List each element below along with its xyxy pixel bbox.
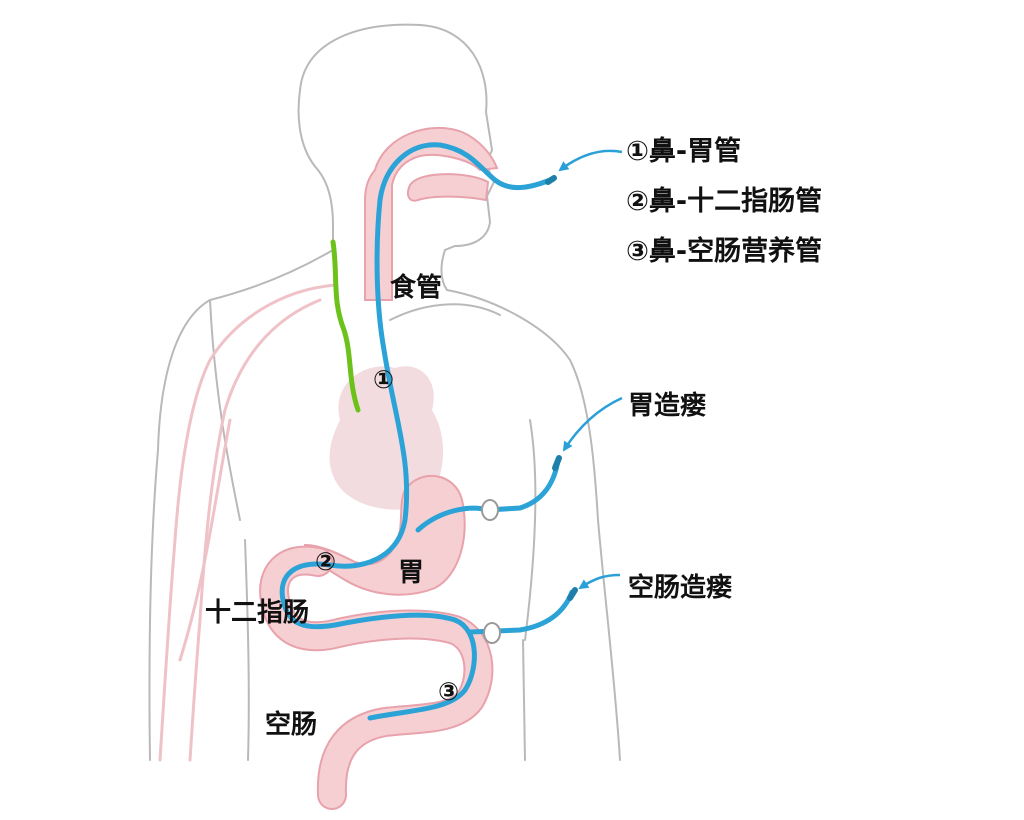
gastrostomy-tube	[415, 457, 561, 533]
legend-item-2-num: ②	[626, 186, 649, 217]
body-outline	[148, 23, 621, 761]
label-jejunum: 空肠	[265, 710, 318, 740]
gastrostomy-port	[481, 499, 499, 521]
label-esophagus: 食管	[390, 273, 443, 303]
legend-item-3-text: 鼻-空肠营养管	[648, 236, 823, 267]
arrow-jejunostomy	[578, 573, 621, 590]
marker-1: ①	[373, 365, 394, 394]
legend-item-1: ①鼻-胃管	[626, 138, 741, 165]
arrows	[558, 149, 623, 590]
legend-item-2-text: 鼻-十二指肠管	[648, 186, 823, 217]
legend-item-2: ②鼻-十二指肠管	[626, 188, 822, 215]
legend-item-1-text: 鼻-胃管	[648, 136, 742, 167]
arrow-nasal	[558, 149, 623, 172]
label-stomach: 胃	[398, 558, 425, 588]
legend-item-3: ③鼻-空肠营养管	[626, 238, 822, 265]
jejunostomy-port	[483, 622, 501, 644]
diagram-markers: ① ② ③	[315, 365, 459, 706]
tube-caps	[545, 175, 578, 601]
arrow-gastrostomy	[562, 396, 623, 452]
legend-item-3-num: ③	[626, 236, 649, 267]
arm-vessels	[158, 283, 337, 762]
label-duodenum: 十二指肠	[205, 598, 310, 628]
marker-3: ③	[438, 677, 459, 706]
nasal-feeding-tube	[279, 142, 553, 721]
marker-2: ②	[315, 547, 336, 576]
legend-item-1-num: ①	[626, 136, 649, 167]
nerve	[330, 239, 361, 413]
label-gastrostomy: 胃造瘘	[628, 391, 707, 421]
label-jejunostomy: 空肠造瘘	[628, 573, 733, 603]
